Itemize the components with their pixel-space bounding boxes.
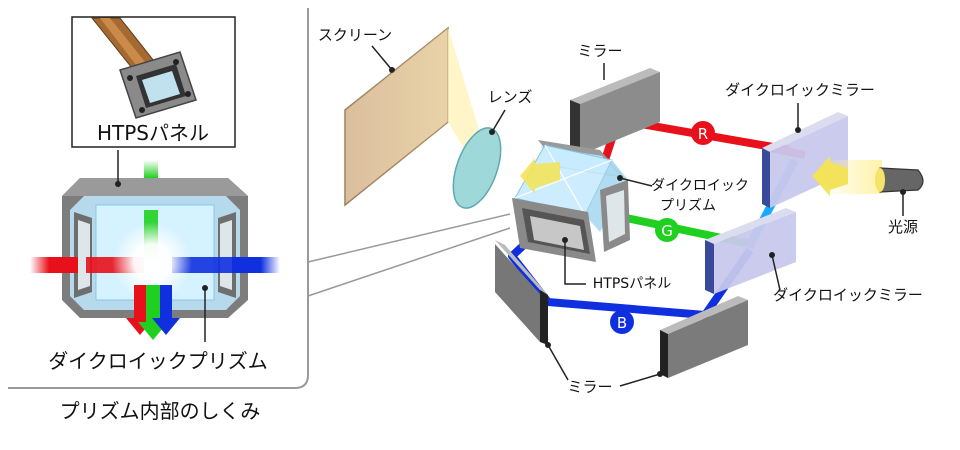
mirror-top-label: ミラー bbox=[577, 42, 622, 60]
mirror-top bbox=[570, 68, 660, 155]
lens-label: レンズ bbox=[488, 88, 533, 106]
inset-panel: HTPSパネル bbox=[8, 8, 511, 423]
prism-output-arrow bbox=[520, 158, 560, 194]
zoom-line-top bbox=[307, 213, 511, 263]
dichroic-mirror-bottom-label: ダイクロイックミラー bbox=[773, 286, 923, 304]
mirror-bottom-left bbox=[495, 240, 548, 345]
lens bbox=[452, 127, 502, 209]
dichroic-prism-label-1: ダイクロイック bbox=[651, 178, 749, 194]
light-source bbox=[812, 156, 924, 196]
beam-badge-green: G bbox=[655, 218, 679, 242]
prism-inset-label: ダイクロイックプリズム bbox=[48, 349, 268, 373]
dichroic-mirror-top-label: ダイクロイックミラー bbox=[725, 81, 875, 99]
prism-block bbox=[30, 150, 280, 342]
beam-badge-red: R bbox=[691, 121, 715, 145]
svg-text:R: R bbox=[698, 125, 708, 143]
mirror-bottom-label: ミラー bbox=[567, 378, 612, 396]
beam-badge-blue: B bbox=[610, 310, 634, 334]
htps-panel-inset-label: HTPSパネル bbox=[97, 121, 209, 145]
svg-text:G: G bbox=[661, 222, 673, 240]
dichroic-prism-label-2: プリズム bbox=[660, 198, 716, 214]
dichroic-mirror-bottom bbox=[705, 208, 796, 294]
output-arrow-blue bbox=[152, 285, 180, 335]
prism-assembly bbox=[512, 140, 630, 262]
dichroic-mirror-top bbox=[762, 112, 848, 208]
prism-inside-caption: プリズム内部のしくみ bbox=[60, 399, 261, 423]
htps-panel-small-label: HTPSパネル bbox=[593, 276, 671, 292]
screen-label: スクリーン bbox=[318, 26, 392, 44]
svg-text:B: B bbox=[617, 314, 627, 332]
inset-frame-line bbox=[8, 8, 309, 389]
zoom-line-bottom bbox=[307, 227, 511, 297]
light-source-label: 光源 bbox=[888, 218, 918, 236]
mirror-bottom-right bbox=[660, 296, 748, 378]
